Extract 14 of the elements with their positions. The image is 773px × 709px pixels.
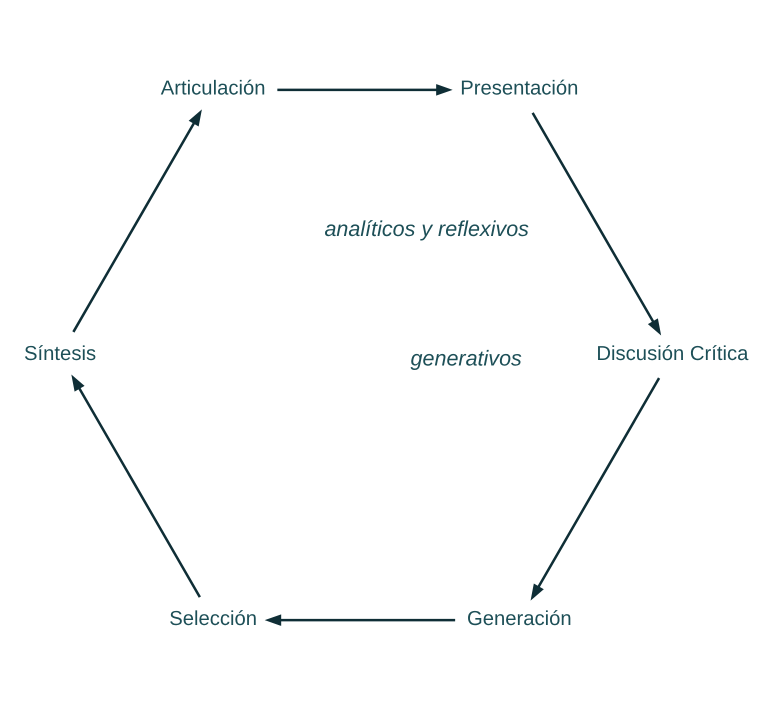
arrow [72,108,202,332]
node-text: Discusión Crítica [596,342,748,364]
label: analíticos y reflexivos [324,216,529,241]
arrow [71,374,201,598]
node-text: Selección [169,607,258,630]
node-text: Articulación [160,77,266,100]
arrow [530,376,660,600]
arrow [532,112,662,335]
node-text: Presentación [460,77,578,100]
arrow [277,84,453,96]
node-text: Síntesis [24,342,96,364]
node-text: Generación [466,607,572,630]
arrow [264,614,456,626]
label: generativos [410,346,522,370]
